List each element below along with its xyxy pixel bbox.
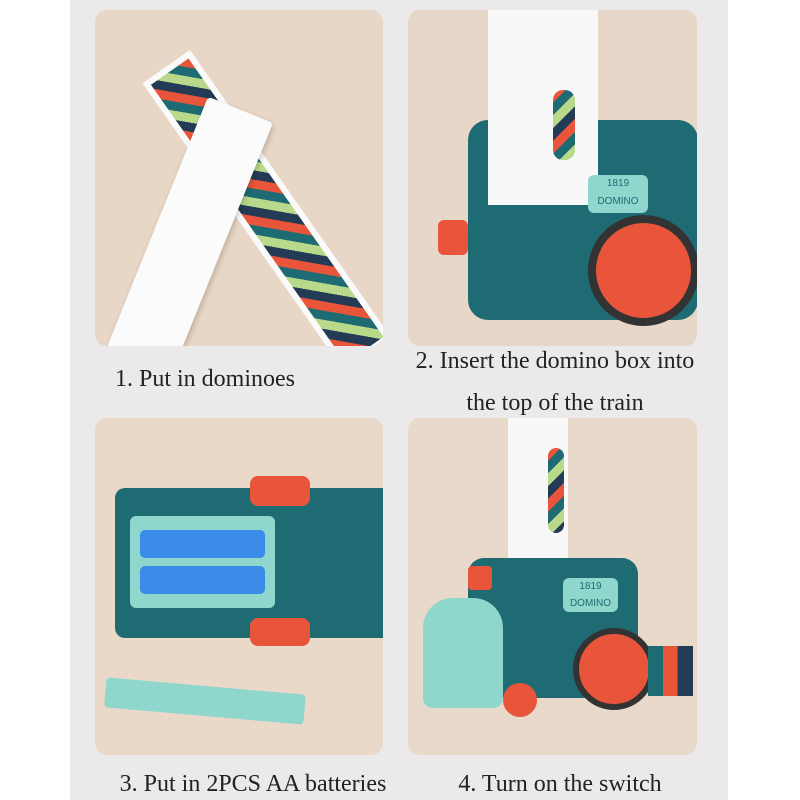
battery-cover	[104, 677, 306, 725]
wheel	[588, 215, 697, 326]
step-3-photo	[95, 418, 383, 755]
step-1-caption: 1. Put in dominoes	[114, 366, 295, 392]
badge-word: DOMINO	[597, 196, 639, 207]
battery-2	[140, 566, 265, 594]
badge-word: DOMINO	[569, 598, 612, 609]
step-1-photo	[95, 10, 383, 346]
step-2-photo: 1819 DOMINO	[408, 10, 697, 346]
wheel-top	[250, 476, 310, 506]
chimney	[438, 220, 468, 255]
wheel-small	[503, 683, 537, 717]
step-2-caption-line1: 2. Insert the domino box into	[415, 348, 695, 374]
badge: 1819 DOMINO	[563, 578, 618, 612]
domino-window	[553, 90, 575, 160]
battery-1	[140, 530, 265, 558]
wheel-bottom	[250, 618, 310, 646]
train-front	[423, 598, 503, 708]
domino-box	[488, 10, 598, 205]
step-4-caption: 4. Turn on the switch	[458, 771, 662, 797]
step-3-caption: 3. Put in 2PCS AA batteries	[119, 771, 387, 797]
badge-number: 1819	[579, 581, 602, 592]
step-4-photo: 1819 DOMINO	[408, 418, 697, 755]
chimney	[468, 566, 492, 590]
domino-window	[548, 448, 564, 533]
step-2-caption-line2: the top of the train	[466, 390, 644, 416]
fallen-dominoes	[648, 646, 693, 696]
wheel	[573, 628, 655, 710]
badge: 1819 DOMINO	[588, 175, 648, 213]
badge-number: 1819	[606, 178, 630, 189]
